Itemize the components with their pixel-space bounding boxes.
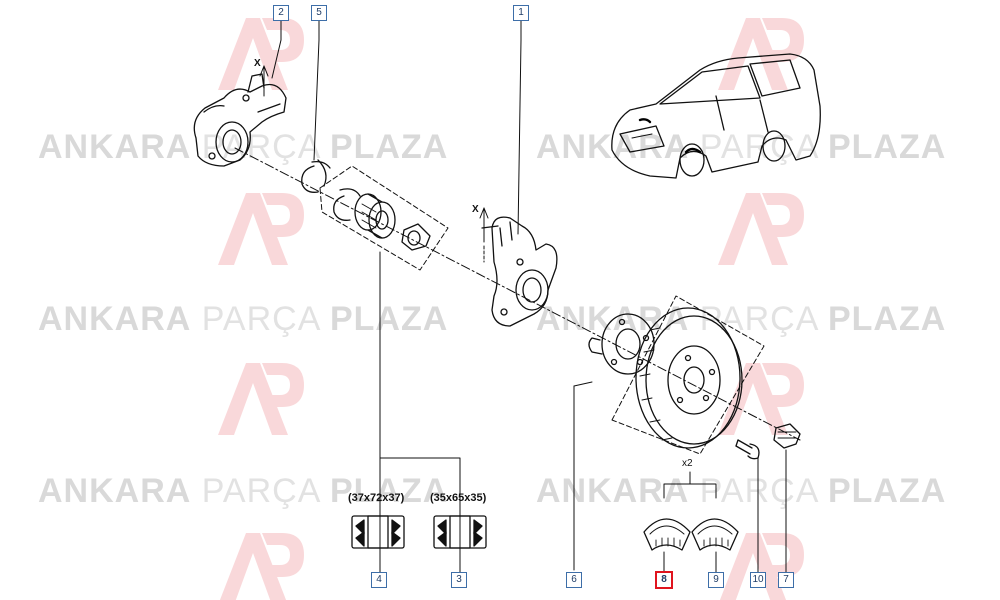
ap-logo-icon <box>718 193 804 265</box>
wheel-bearing <box>354 193 396 239</box>
brake-pad-icon-9 <box>691 518 739 551</box>
brake-pad-icon-8 <box>643 518 691 551</box>
hub-nut <box>401 223 431 251</box>
watermark-text: ANKARA PARÇA PLAZA <box>536 300 947 338</box>
ap-logo-icon <box>718 18 804 90</box>
callout-8-highlighted[interactable]: 8 <box>655 571 673 589</box>
wheel-hub <box>588 313 655 375</box>
steering-knuckle-center <box>479 207 558 327</box>
callout-5[interactable]: 5 <box>311 5 327 21</box>
bearing-kit-box <box>319 165 449 271</box>
callout-7[interactable]: 7 <box>778 572 794 588</box>
disc-bolt <box>735 439 760 460</box>
hub-nut-right <box>773 423 801 449</box>
steering-knuckle-left <box>193 65 287 167</box>
ap-logo-icon <box>718 363 804 435</box>
callout-3[interactable]: 3 <box>451 572 467 588</box>
disc-kit-box <box>611 295 765 455</box>
callout-6[interactable]: 6 <box>566 572 582 588</box>
ap-logo-icon <box>218 193 304 265</box>
ap-logo-icon <box>719 533 804 600</box>
callout-4[interactable]: 4 <box>371 572 387 588</box>
watermark-text: ANKARA PARÇA PLAZA <box>38 128 449 166</box>
ap-logo-icon <box>219 533 304 600</box>
watermark-text: ANKARA PARÇA PLAZA <box>38 300 449 338</box>
bearing-size-left: (37x72x37) <box>348 492 405 504</box>
bearing-package-left <box>351 515 405 549</box>
axis-x-label-left: X <box>254 58 261 69</box>
assembly-axis <box>234 147 801 441</box>
axis-x-label-right: X <box>472 204 479 215</box>
brake-disc <box>635 307 743 449</box>
car-illustration <box>611 53 821 179</box>
bearing-size-right: (35x65x35) <box>430 492 487 504</box>
callout-1[interactable]: 1 <box>513 5 529 21</box>
watermark-text: ANKARA PARÇA PLAZA <box>38 472 449 510</box>
circlip-rings <box>301 159 361 221</box>
quantity-x2-label: x2 <box>682 458 693 469</box>
callout-10[interactable]: 10 <box>750 572 766 588</box>
leader-lines <box>271 19 787 573</box>
callout-9[interactable]: 9 <box>708 572 724 588</box>
callout-2[interactable]: 2 <box>273 5 289 21</box>
ap-logo-icon <box>218 18 304 90</box>
ap-logo-icon <box>218 363 304 435</box>
